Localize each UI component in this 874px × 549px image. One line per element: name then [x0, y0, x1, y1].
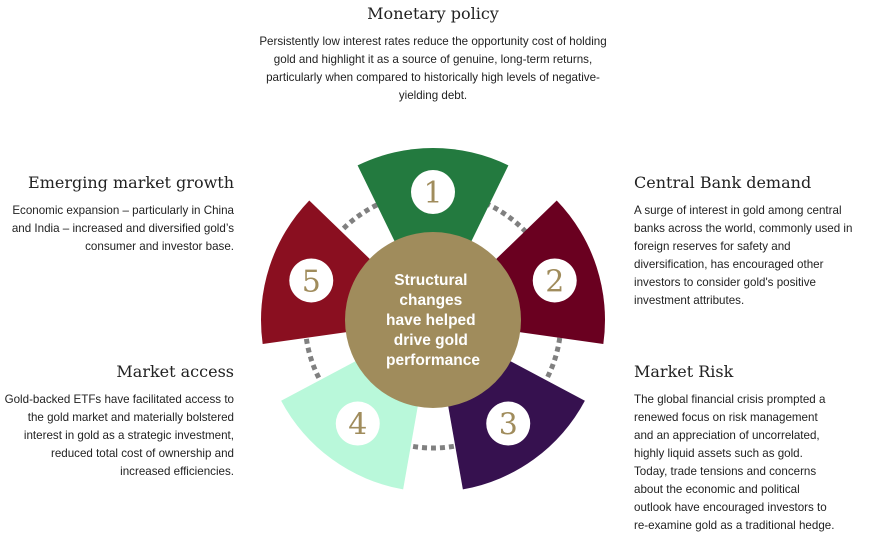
- section-title: Market Risk: [634, 362, 734, 381]
- segment-number: 4: [348, 408, 367, 443]
- center-line: have helped: [386, 312, 476, 329]
- section-body: A surge of interest in gold among centra…: [634, 204, 853, 307]
- section-market-access: Market access Gold-backed ETFs have faci…: [4, 362, 234, 481]
- section-title: Market access: [116, 362, 234, 381]
- segment-number: 2: [545, 264, 564, 299]
- center-circle: [345, 232, 521, 408]
- number-badge: [486, 401, 531, 446]
- center-label: Structural changes have helped drive gol…: [386, 272, 480, 369]
- section-body: Economic expansion – particularly in Chi…: [11, 204, 234, 253]
- section-market-risk: Market Risk The global financial crisis …: [634, 362, 839, 535]
- center-line: drive gold: [394, 332, 468, 349]
- number-badge: [335, 401, 380, 446]
- section-title: Central Bank demand: [634, 173, 812, 192]
- section-title: Monetary policy: [367, 4, 499, 23]
- section-monetary-policy: Monetary policy Persistently low interes…: [250, 4, 616, 105]
- center-line: performance: [386, 352, 480, 369]
- section-title: Emerging market growth: [28, 173, 234, 192]
- number-badge: [411, 170, 455, 214]
- section-central-bank: Central Bank demand A surge of interest …: [634, 173, 864, 310]
- segment-number: 1: [423, 176, 442, 211]
- section-emerging-market: Emerging market growth Economic expansio…: [2, 173, 234, 256]
- section-body: Persistently low interest rates reduce t…: [259, 35, 607, 102]
- segment-number: 3: [499, 408, 518, 443]
- center-line: Structural: [394, 272, 467, 289]
- number-badge: [532, 258, 577, 303]
- segment-number: 5: [302, 264, 321, 299]
- section-body: The global financial crisis prompted a r…: [634, 393, 835, 532]
- center-line: changes: [399, 292, 462, 309]
- number-badge: [289, 258, 334, 303]
- section-body: Gold-backed ETFs have facilitated access…: [4, 393, 234, 478]
